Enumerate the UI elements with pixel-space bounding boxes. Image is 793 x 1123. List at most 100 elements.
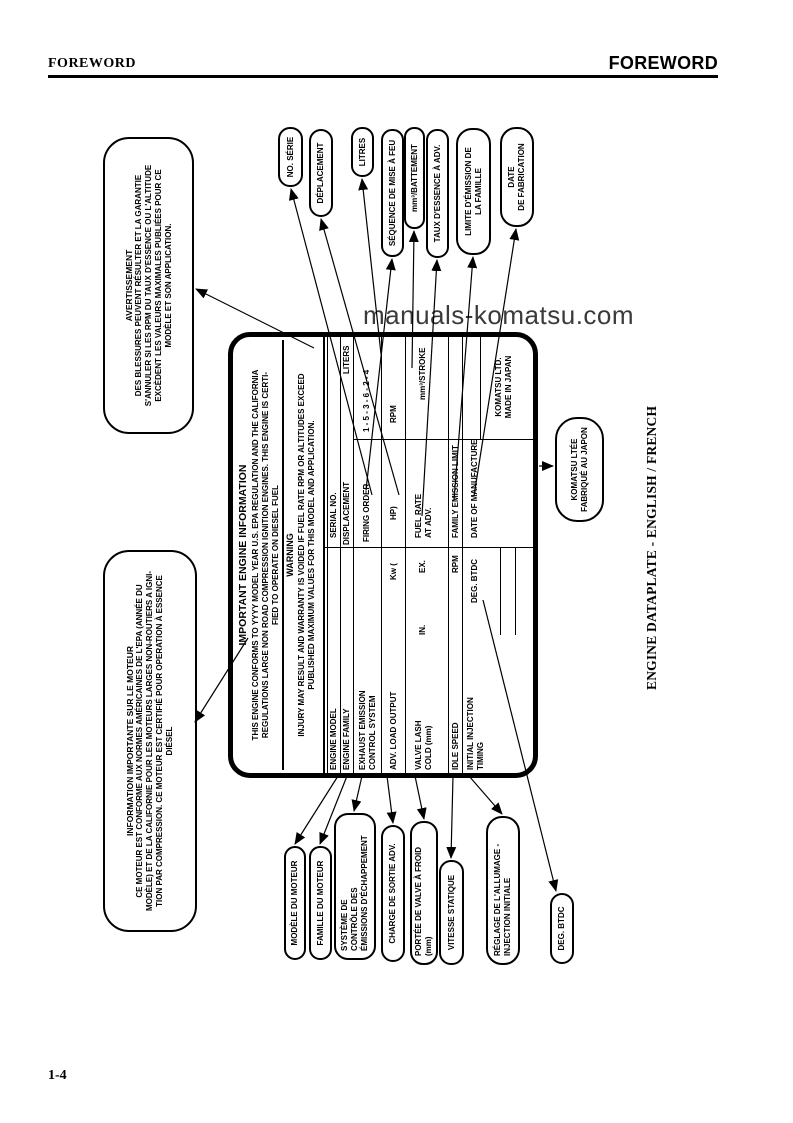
- callout-label: SÉQUENCE DE MISE À FEU: [387, 139, 397, 247]
- field-displacement: DISPLACEMENT: [342, 481, 351, 545]
- field-family-emission-limit: FAMILY EMISSION LIMIT: [451, 445, 460, 538]
- plate-grid-line: [340, 332, 341, 778]
- engine-dataplate-diagram: AVERTISSEMENT DES BLESSURES PEUVENT RÉSU…: [95, 120, 670, 990]
- field-in: IN.: [418, 624, 427, 635]
- field-liters: LITERS: [342, 345, 351, 374]
- callout-famille-moteur: FAMILLE DU MOTEUR: [309, 846, 332, 960]
- plate-blank-line: [500, 548, 501, 635]
- plate-conformity-line: THIS ENGINE CONFORMS TO YYYY MODEL YEAR …: [251, 369, 260, 741]
- callout-label: NO. SÉRIE: [285, 136, 295, 178]
- field-rpm: RPM: [389, 405, 398, 423]
- plate-blank-line: [515, 548, 516, 635]
- callout-charge-sortie: CHARGE DE SORTIE ADV.: [381, 825, 405, 962]
- callout-taux-essence: TAUX D'ESSENCE À ADV.: [426, 129, 449, 258]
- callout-portee-valve: PORTÉE DE VALVE À FROID (mm): [410, 821, 438, 965]
- field-kw: Kw (: [389, 563, 398, 580]
- plate-grid-line: [353, 332, 354, 778]
- header-rule: [48, 75, 718, 78]
- callout-label: DE FABRICATION: [517, 143, 526, 211]
- callout-label: RÉGLAGE DE L'ALLUMAGE -: [493, 843, 502, 956]
- callout-label: MODÈLE DU MOTEUR: [290, 860, 299, 946]
- field-control-system: CONTROL SYSTEM: [368, 695, 377, 770]
- callout-label: (mm): [424, 936, 433, 956]
- avertissement-title: AVERTISSEMENT: [123, 249, 134, 322]
- field-timing: TIMING: [476, 742, 485, 770]
- plate-grid-line: [381, 332, 382, 778]
- plate-grid-line: [405, 332, 406, 778]
- callout-label: CHARGE DE SORTIE ADV.: [388, 843, 397, 944]
- callout-label: DATE: [507, 166, 516, 188]
- plate-grid-line: [480, 334, 481, 440]
- field-engine-model: ENGINE MODEL: [329, 708, 338, 770]
- callout-deplacement: DÉPLACEMENT: [309, 129, 333, 217]
- plate-warning-title: WARNING: [285, 533, 295, 577]
- field-adv-load-output: ADV. LOAD OUTPUT: [389, 691, 398, 770]
- field-made-in-japan: MADE IN JAPAN: [504, 355, 513, 419]
- field-ex: EX.: [418, 560, 427, 573]
- plate-warning-line: INJURY MAY RESULT AND WARRANTY IS VOIDED…: [297, 373, 306, 737]
- arrow-modele-moteur: [294, 775, 339, 845]
- field-deg-btdc: DEG. BTDC: [470, 559, 479, 603]
- field-valve-lash: VALVE LASH: [414, 720, 423, 770]
- plate-grid-line: [448, 332, 449, 778]
- callout-litres: LITRES: [351, 127, 374, 177]
- arrow-systeme-controle: [351, 775, 363, 812]
- callout-reglage-allumage: RÉGLAGE DE L'ALLUMAGE - INJECTION INITIA…: [486, 816, 520, 965]
- field-hp: HP): [389, 506, 398, 520]
- avertissement-line: EXCÈDENT LES VALEURS MAXIMALES PUBLIÉES …: [153, 169, 163, 402]
- avertissement-line: MODÈLE ET SON APPLICATION.: [163, 223, 173, 348]
- callout-label: LA FAMILLE: [473, 168, 483, 215]
- field-idle-speed: IDLE SPEED: [451, 722, 460, 770]
- callout-label: LITRES: [357, 137, 367, 167]
- field-initial-injection: INITIAL INJECTION: [466, 697, 475, 770]
- arrow-portee-valve: [414, 775, 427, 820]
- field-engine-family: ENGINE FAMILY: [342, 708, 351, 771]
- arrow-charge-sortie: [386, 775, 397, 824]
- plate-conformity-line: REGULATIONS LARGE NON ROAD COMPRESSION I…: [261, 371, 270, 739]
- callout-modele-moteur: MODÈLE DU MOTEUR: [284, 846, 306, 960]
- info-moteur-line: CE MOTEUR EST CONFORME AUX NORMES AMÉRIC…: [135, 584, 144, 898]
- callout-label: FAMILLE DU MOTEUR: [315, 860, 325, 946]
- callout-label: FABRIQUÉ AU JAPON: [579, 427, 589, 512]
- field-at-adv: AT ADV.: [424, 507, 433, 538]
- callout-label: TAUX D'ESSENCE À ADV.: [432, 144, 442, 243]
- plate-grid-line: [323, 332, 325, 778]
- field-firing-order-value: 1 - 5 - 3 - 6 - 2 - 4: [362, 369, 371, 432]
- page-number: 1-4: [48, 1068, 67, 1083]
- callout-label: DÉPLACEMENT: [316, 142, 325, 204]
- callout-label: SYSTÈME DE: [340, 899, 349, 951]
- callout-label: LIMITE D'ÉMISSION DE: [463, 147, 473, 236]
- plate-conformity-line: FIED TO OPERATE ON DIESEL FUEL: [271, 485, 280, 626]
- header-left-title: FOREWORD: [48, 56, 136, 71]
- callout-komatsu-ltee: KOMATSU LTÉE FABRIQUÉ AU JAPON: [555, 417, 604, 522]
- callout-label: INJECTION INITIALE: [503, 877, 512, 956]
- field-firing-order: FIRING ORDER: [362, 483, 371, 542]
- arrow-litres: [358, 178, 382, 355]
- field-mm3-stroke: mm³/STROKE: [418, 347, 427, 400]
- info-moteur-line: TION PAR COMPRESSION. CE MOTEUR EST CERT…: [155, 575, 164, 907]
- callout-label: KOMATSU LTÉE: [569, 438, 579, 501]
- callout-vitesse-statique: VITESSE STATIQUE: [439, 860, 464, 965]
- callout-systeme-controle: SYSTÈME DE CONTRÔLE DES ÉMISSIONS D'ÉCHA…: [334, 813, 376, 960]
- callout-label: CONTRÔLE DES: [350, 887, 359, 951]
- callout-label: mm³/BATTEMENT: [409, 144, 419, 212]
- plate-grid-line: [326, 332, 328, 778]
- callout-label: VITESSE STATIQUE: [446, 874, 456, 951]
- callout-mm3-battement: mm³/BATTEMENT: [404, 127, 425, 229]
- callout-limite-emission: LIMITE D'ÉMISSION DE LA FAMILLE: [456, 128, 491, 255]
- plate-warning-line: PUBLISHED MAXIMUM VALUES FOR THIS MODEL …: [307, 420, 316, 690]
- field-serial-no: SERIAL NO.: [329, 492, 338, 538]
- callout-label: DEG. BTDC: [557, 906, 566, 951]
- header-right-title: FOREWORD: [608, 53, 718, 73]
- plate-grid-line: [323, 547, 536, 548]
- callout-label: ÉMISSIONS D'ÉCHAPPEMENT: [360, 835, 369, 951]
- dataplate: IMPORTANT ENGINE INFORMATION THIS ENGINE…: [228, 332, 538, 778]
- plate-grid-line: [462, 332, 463, 778]
- callout-label: PORTÉE DE VALVE À FROID: [414, 846, 423, 956]
- callout-deg-btdc: DEG. BTDC: [550, 893, 574, 964]
- figure-caption: ENGINE DATAPLATE - ENGLISH / FRENCH: [644, 405, 659, 690]
- callout-no-serie: NO. SÉRIE: [278, 127, 303, 187]
- avertissement-line: S'ANNULER SI LES RPM DU TAUX D'ESSENCE O…: [143, 164, 153, 407]
- avertissement-line: DES BLESSURES PEUVENT RÉSULTER ET LA GAR…: [133, 174, 143, 397]
